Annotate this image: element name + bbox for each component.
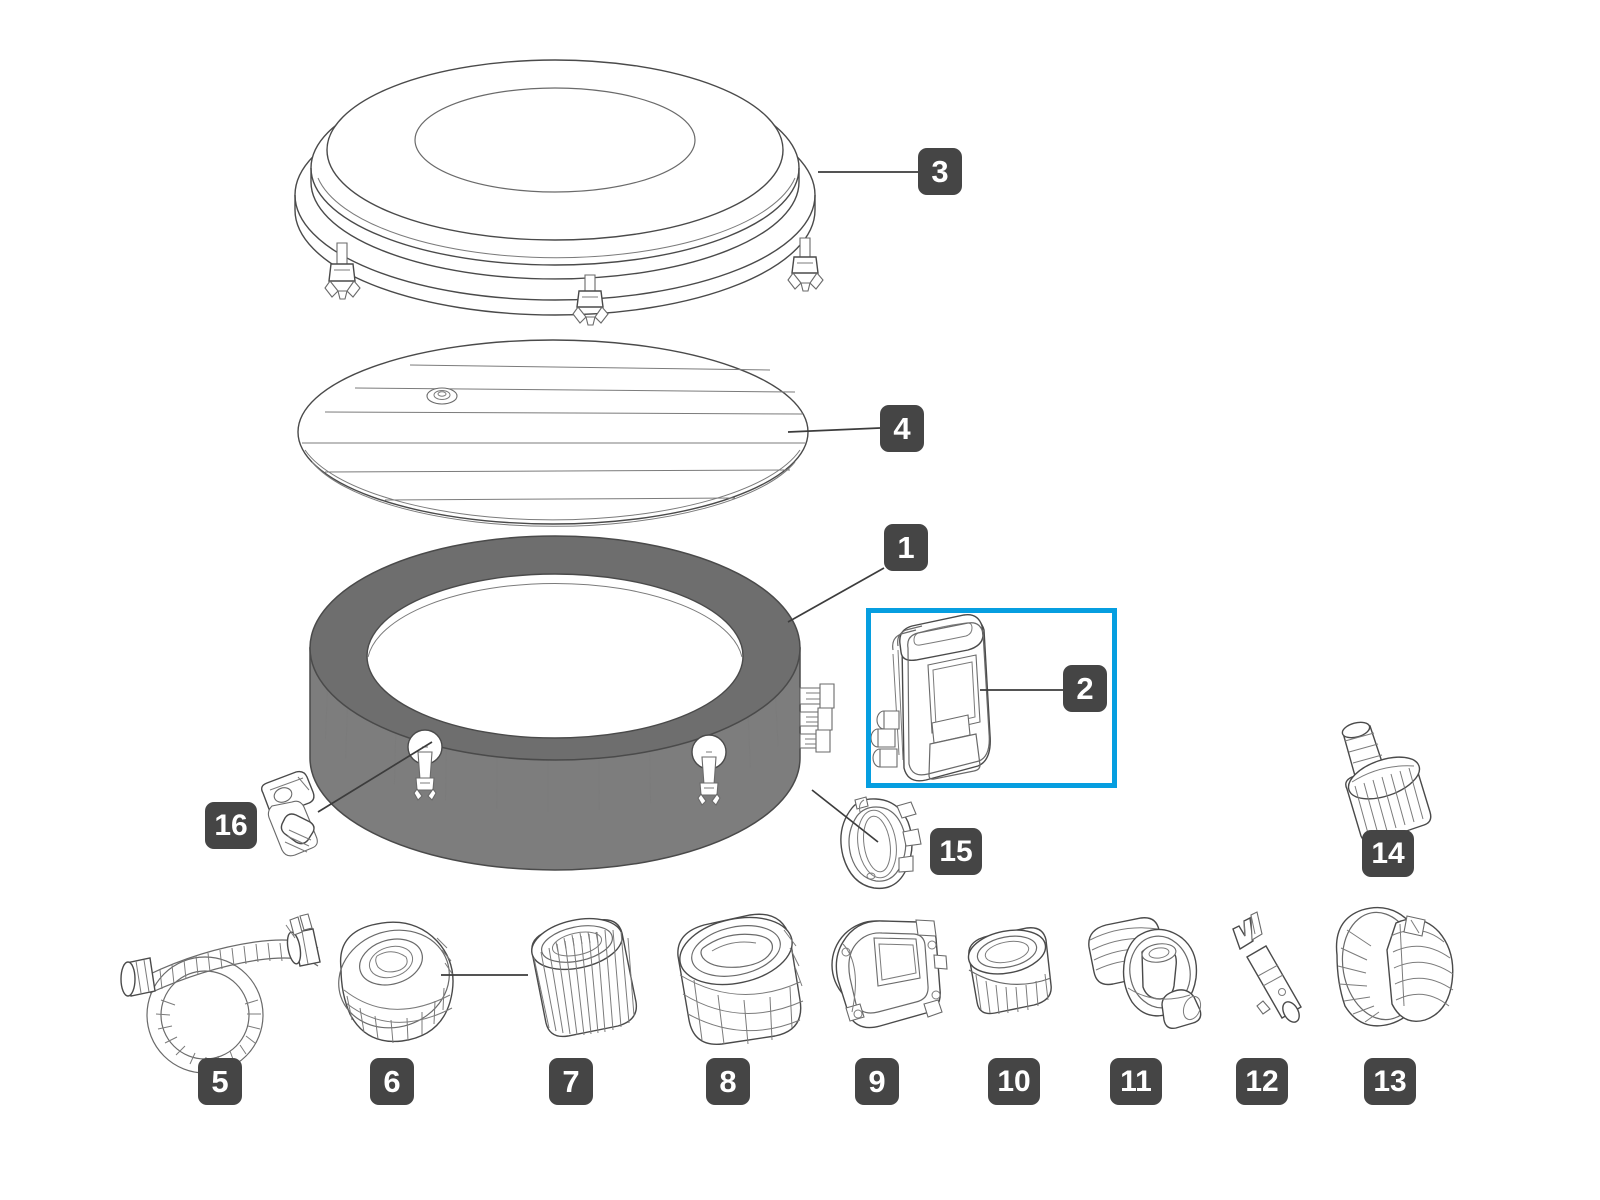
callout-badge-6[interactable]: 6 — [370, 1058, 414, 1105]
callout-badge-5[interactable]: 5 — [198, 1058, 242, 1105]
leader-15 — [811, 789, 879, 843]
tub-hose-ports — [799, 683, 835, 753]
part-12-valve-wrench-key — [1232, 911, 1302, 1023]
callout-badge-4[interactable]: 4 — [880, 405, 924, 452]
callout-badge-9[interactable]: 9 — [855, 1058, 899, 1105]
part-14-hose-barb-adapter — [1341, 721, 1432, 844]
cover-strap-center — [572, 274, 609, 326]
part-6-filter-housing-cap — [338, 921, 454, 1044]
callout-badge-14[interactable]: 14 — [1362, 830, 1414, 877]
part-11-water-valve — [1088, 917, 1202, 1030]
callout-badge-7[interactable]: 7 — [549, 1058, 593, 1105]
cap-grip-ribs — [436, 937, 454, 976]
callout-badge-3[interactable]: 3 — [918, 148, 962, 195]
callout-badge-12[interactable]: 12 — [1236, 1058, 1288, 1105]
callout-badge-8[interactable]: 8 — [706, 1058, 750, 1105]
callout-badge-15[interactable]: 15 — [930, 828, 982, 875]
part-9-air-jet-valve-body — [831, 919, 948, 1029]
leader-16 — [317, 741, 433, 813]
part-16-cover-strap-buckle — [260, 770, 318, 857]
cover-strap-left — [324, 242, 361, 300]
part-1-spa-tub-body — [309, 535, 835, 871]
nut-knurl — [975, 973, 1049, 1015]
callout-badge-1[interactable]: 1 — [884, 524, 928, 571]
pump-hose-connectors — [870, 710, 900, 768]
filter-inner-pleats — [555, 931, 599, 953]
tub-jet-valve-right — [691, 734, 727, 806]
callout-badge-13[interactable]: 13 — [1364, 1058, 1416, 1105]
part-7-filter-cartridge — [531, 917, 638, 1038]
callout-badge-16[interactable]: 16 — [205, 802, 257, 849]
callout-badge-2[interactable]: 2 — [1063, 665, 1107, 712]
hose-ribs-straight — [159, 942, 307, 990]
cover-strap-right — [787, 237, 824, 292]
leader-1 — [787, 567, 885, 623]
flange-ribs — [1337, 929, 1380, 1023]
leader-4 — [787, 427, 881, 433]
callout-badge-11[interactable]: 11 — [1110, 1058, 1162, 1105]
filter-pleats — [533, 929, 635, 1036]
part-2-pump-control-unit — [870, 614, 991, 782]
cap-skirt-ribs — [346, 987, 445, 1044]
housing-base-ribs — [679, 974, 804, 1045]
part-5-corrugated-hose — [120, 913, 321, 1074]
callout-leader-lines — [317, 171, 1063, 976]
part-15-valve-seal-gasket — [840, 796, 922, 890]
callout-badge-10[interactable]: 10 — [988, 1058, 1040, 1105]
part-10-valve-retaining-nut — [967, 927, 1052, 1015]
part-3-spa-cover — [294, 59, 824, 326]
part-4-floor-pad — [297, 339, 809, 527]
knurl-ridges — [1354, 767, 1424, 838]
part-8-filter-housing-base — [677, 913, 804, 1045]
part-13-threaded-drain-valve — [1335, 906, 1454, 1027]
